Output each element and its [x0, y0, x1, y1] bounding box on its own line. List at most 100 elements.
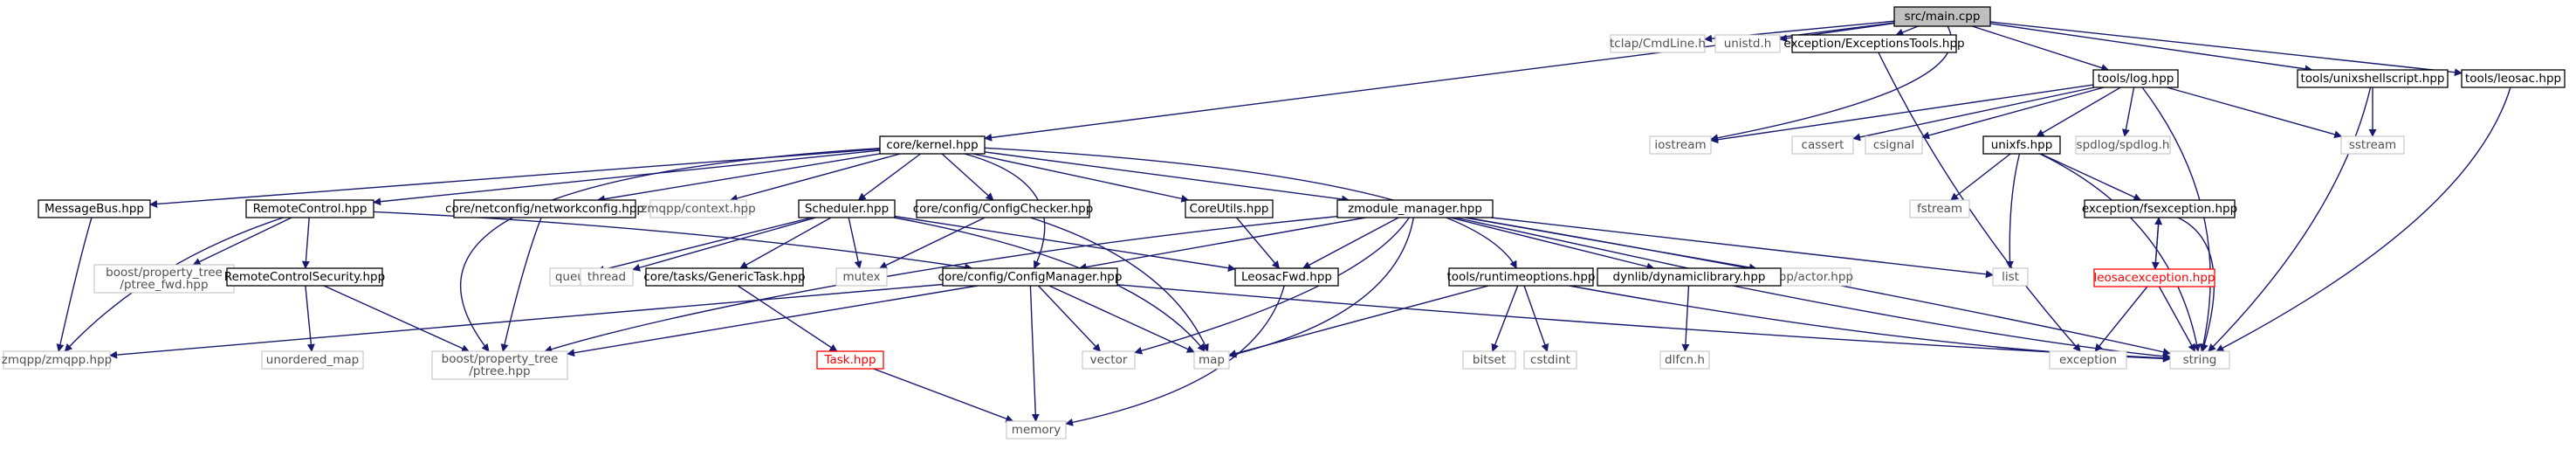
node-memory: memory	[1006, 420, 1067, 440]
node-unixfs[interactable]: unixfs.hpp	[1982, 135, 2061, 155]
edge-log-to-cassert	[1852, 87, 2095, 142]
edge-runtimeopts-to-map	[1228, 285, 1489, 357]
node-label-ptreefwd-line0: boost/property_tree	[106, 266, 223, 280]
node-dynlib[interactable]: dynlib/dynamiclibrary.hpp	[1597, 267, 1782, 287]
node-string: string	[2169, 350, 2230, 370]
node-task[interactable]: Task.hpp	[816, 350, 884, 370]
node-box-sched	[798, 199, 896, 218]
edge-remote-to-cfgmgr	[373, 211, 973, 272]
node-spdlog: spdlog/spdlog.h	[2075, 135, 2171, 155]
edge-main-to-leosac	[1989, 21, 2463, 77]
edge-log-to-unixfs	[2036, 87, 2121, 137]
node-label-sched: Scheduler.hpp	[805, 202, 889, 216]
node-fstream: fstream	[1909, 199, 1970, 218]
node-iostream: iostream	[1649, 135, 1712, 155]
node-label-kernel: core/kernel.hpp	[886, 138, 978, 152]
node-unixshell[interactable]: tools/unixshellscript.hpp	[2297, 69, 2449, 88]
node-main[interactable]: src/main.cpp	[1893, 6, 1991, 27]
node-label-remote: RemoteControl.hpp	[253, 202, 368, 216]
edge-cfgmgr-to-memory	[1029, 285, 1040, 422]
node-remote[interactable]: RemoteControl.hpp	[245, 199, 374, 218]
node-box-fstream	[1909, 199, 1970, 218]
node-label-log: tools/log.hpp	[2098, 72, 2174, 86]
edge-log-to-string	[2141, 87, 2211, 352]
node-coreutils[interactable]: CoreUtils.hpp	[1185, 199, 1274, 218]
node-box-remotesec	[226, 267, 383, 287]
edge-runtimeopts-to-bitset	[1491, 285, 1519, 352]
edge-leosacexc-to-fsexc	[2154, 217, 2163, 270]
edge-kernel-to-cfgcheck	[941, 153, 994, 201]
edge-kernel-to-zmqctx	[729, 153, 901, 203]
node-leosac[interactable]: tools/leosac.hpp	[2461, 69, 2566, 88]
edge-cfgmgr-to-ptree	[567, 285, 979, 357]
node-exctools[interactable]: exception/ExceptionsTools.hpp	[1783, 34, 1965, 53]
node-label-dynlib: dynlib/dynamiclibrary.hpp	[1613, 270, 1766, 284]
node-box-netcfg	[453, 199, 636, 218]
node-label-main: src/main.cpp	[1905, 10, 1981, 24]
edge-kernel-to-netcfg	[596, 153, 881, 204]
edge-unixshell-to-string	[2208, 87, 2372, 352]
edge-modmgr-to-vector	[1134, 217, 1410, 355]
edge-kernel-to-ptree	[459, 148, 881, 352]
node-label-map: map	[1199, 353, 1225, 367]
node-sched[interactable]: Scheduler.hpp	[798, 199, 896, 218]
node-label-cfgcheck: core/config/ConfigChecker.hpp	[913, 202, 1094, 216]
node-label-unistd: unistd.h	[1724, 37, 1772, 51]
edge-unixfs-to-fsexc	[2040, 153, 2142, 201]
node-box-cfgmgr	[942, 267, 1118, 287]
dependency-edges	[56, 20, 2511, 426]
node-box-map	[1193, 350, 1230, 370]
node-label-runtimeopts: tools/runtimeoptions.hpp	[1446, 270, 1595, 284]
node-label-ptree-line0: boost/property_tree	[442, 352, 559, 366]
node-cfgmgr[interactable]: core/config/ConfigManager.hpp	[938, 267, 1123, 287]
node-label-cassert: cassert	[1802, 138, 1844, 152]
node-box-fsexc	[2084, 199, 2236, 218]
node-box-task	[816, 350, 884, 370]
node-label-zmqpp: zmqpp/zmqpp.hpp	[2, 353, 112, 367]
node-box-mutex	[835, 267, 888, 287]
node-netcfg[interactable]: core/netconfig/networkconfig.hpp	[445, 199, 644, 218]
node-runtimeopts[interactable]: tools/runtimeoptions.hpp	[1446, 267, 1596, 287]
edge-modmgr-to-leosacfwd	[1302, 217, 1399, 269]
node-dlfcn: dlfcn.h	[1659, 350, 1710, 370]
node-generictask[interactable]: core/tasks/GenericTask.hpp	[643, 267, 806, 287]
node-label-remotesec: RemoteControlSecurity.hpp	[224, 270, 385, 284]
node-exception: exception	[2049, 350, 2127, 370]
node-vector: vector	[1082, 350, 1136, 370]
node-bitset: bitset	[1462, 350, 1516, 370]
node-box-leosacexc	[2093, 268, 2215, 287]
edge-leosacexc-to-string	[2158, 286, 2196, 352]
node-leosacfwd[interactable]: LeosacFwd.hpp	[1234, 267, 1339, 287]
node-box-thread	[580, 267, 634, 287]
edge-cfgcheck-to-mutex	[878, 217, 986, 269]
node-label-generictask: core/tasks/GenericTask.hpp	[643, 270, 805, 284]
node-cfgcheck[interactable]: core/config/ConfigChecker.hpp	[913, 199, 1094, 218]
node-box-string	[2169, 350, 2230, 370]
node-box-msgbus	[38, 199, 151, 218]
node-zmqctx: zmqpp/context.hpp	[641, 199, 756, 218]
node-msgbus[interactable]: MessageBus.hpp	[38, 199, 151, 218]
edge-runtimeopts-to-string	[1569, 285, 2171, 363]
node-box-exception	[2049, 350, 2127, 370]
node-remotesec[interactable]: RemoteControlSecurity.hpp	[224, 267, 385, 287]
edge-sched-to-mutex	[848, 217, 862, 269]
node-box-ptree	[431, 350, 568, 380]
edge-kernel-to-remote	[373, 149, 881, 206]
node-kernel[interactable]: core/kernel.hpp	[879, 135, 986, 155]
edge-sched-to-queue	[596, 217, 813, 273]
edge-kernel-to-runtimeopts	[984, 147, 1517, 269]
node-leosacexc[interactable]: leosacexception.hpp	[2093, 268, 2215, 287]
edge-log-to-spdlog	[2122, 87, 2135, 137]
node-modmgr[interactable]: zmodule_manager.hpp	[1336, 199, 1494, 218]
node-label-csignal: csignal	[1873, 138, 1914, 152]
edge-main-to-unixshell	[1989, 23, 2313, 73]
node-tclap: tclap/CmdLine.h	[1610, 34, 1706, 53]
node-box-vector	[1082, 350, 1136, 370]
node-box-csignal	[1865, 135, 1923, 155]
node-fsexc[interactable]: exception/fsexception.hpp	[2082, 199, 2237, 218]
node-csignal: csignal	[1865, 135, 1923, 155]
node-log[interactable]: tools/log.hpp	[2092, 69, 2179, 88]
node-label-bitset: bitset	[1473, 353, 1506, 367]
node-label-unixshell: tools/unixshellscript.hpp	[2301, 72, 2445, 86]
